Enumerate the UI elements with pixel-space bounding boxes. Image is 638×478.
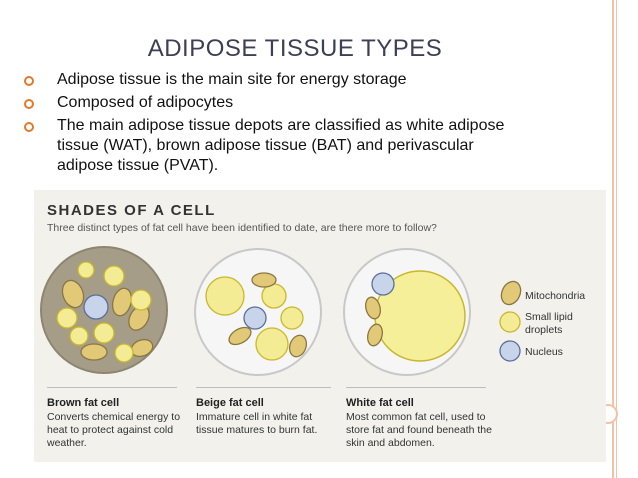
- mitochondria-icon: [251, 272, 277, 288]
- legend-label-nucleus: Nucleus: [525, 346, 563, 358]
- lipid-droplet-icon: [261, 283, 287, 309]
- bullet-marker-icon: [24, 99, 34, 109]
- legend-label-lipid: Small lipid droplets: [525, 311, 573, 336]
- divider: [196, 387, 331, 388]
- mitochondria-icon: [80, 343, 108, 361]
- lipid-droplet-icon: [255, 327, 289, 361]
- white-cell-description: Most common fat cell, used to store fat …: [346, 411, 492, 449]
- infographic-drawing: [40, 246, 522, 376]
- lipid-droplet-icon: [205, 276, 245, 316]
- bullet-item: Composed of adipocytes: [22, 93, 522, 113]
- lipid-droplet-icon: [93, 322, 115, 344]
- divider: [346, 387, 486, 388]
- mitochondria-icon: [111, 287, 133, 317]
- lipid-droplet-icon: [499, 311, 521, 333]
- infographic-subtitle: Three distinct types of fat cell have be…: [47, 222, 437, 234]
- lipid-droplet-icon: [77, 261, 95, 279]
- divider: [47, 387, 177, 388]
- bullet-marker-icon: [24, 122, 34, 132]
- white-fat-cell-illustration: [343, 248, 471, 376]
- nucleus-icon: [499, 340, 521, 362]
- nucleus-icon: [83, 294, 109, 320]
- edge-line-right: [616, 0, 617, 478]
- mitochondria-icon: [365, 296, 381, 320]
- beige-fat-cell-illustration: [194, 248, 322, 376]
- mitochondria-icon: [500, 280, 522, 306]
- bullet-item: Adipose tissue is the main site for ener…: [22, 70, 522, 90]
- nucleus-icon: [371, 272, 395, 296]
- bullet-text: Adipose tissue is the main site for ener…: [57, 71, 407, 88]
- lipid-droplet-icon: [56, 307, 78, 329]
- lipid-droplet-icon: [69, 326, 89, 346]
- infographic-title: SHADES OF A CELL: [47, 202, 216, 219]
- bullet-text: Composed of adipocytes: [57, 94, 234, 111]
- brown-cell-description: Converts chemical energy to heat to prot…: [47, 411, 181, 449]
- bullet-text: The main adipose tissue depots are class…: [57, 117, 505, 174]
- mitochondria-icon: [228, 326, 252, 346]
- legend-label-mitochondria: Mitochondria: [525, 290, 586, 302]
- lipid-droplet-icon: [130, 289, 152, 311]
- beige-cell-description: Immature cell in white fat tissue mature…: [196, 411, 318, 436]
- brown-fat-cell-illustration: [40, 246, 168, 374]
- fat-cell-infographic: SHADES OF A CELL Three distinct types of…: [34, 190, 606, 462]
- lipid-droplet-icon: [114, 343, 134, 363]
- brown-cell-name: Brown fat cell: [47, 397, 120, 409]
- bullet-marker-icon: [24, 76, 34, 86]
- edge-line-left: [612, 0, 614, 478]
- bullet-item: The main adipose tissue depots are class…: [22, 116, 522, 176]
- mitochondria-icon: [367, 323, 383, 347]
- bullet-list: Adipose tissue is the main site for ener…: [22, 70, 522, 179]
- mitochondria-icon: [288, 334, 308, 358]
- lipid-droplet-icon: [103, 265, 125, 287]
- white-cell-name: White fat cell: [346, 397, 414, 409]
- slide-title: ADIPOSE TISSUE TYPES: [147, 35, 443, 62]
- lipid-droplet-icon: [280, 306, 304, 330]
- mitochondria-icon: [61, 279, 85, 309]
- nucleus-icon: [243, 306, 267, 330]
- beige-cell-name: Beige fat cell: [196, 397, 264, 409]
